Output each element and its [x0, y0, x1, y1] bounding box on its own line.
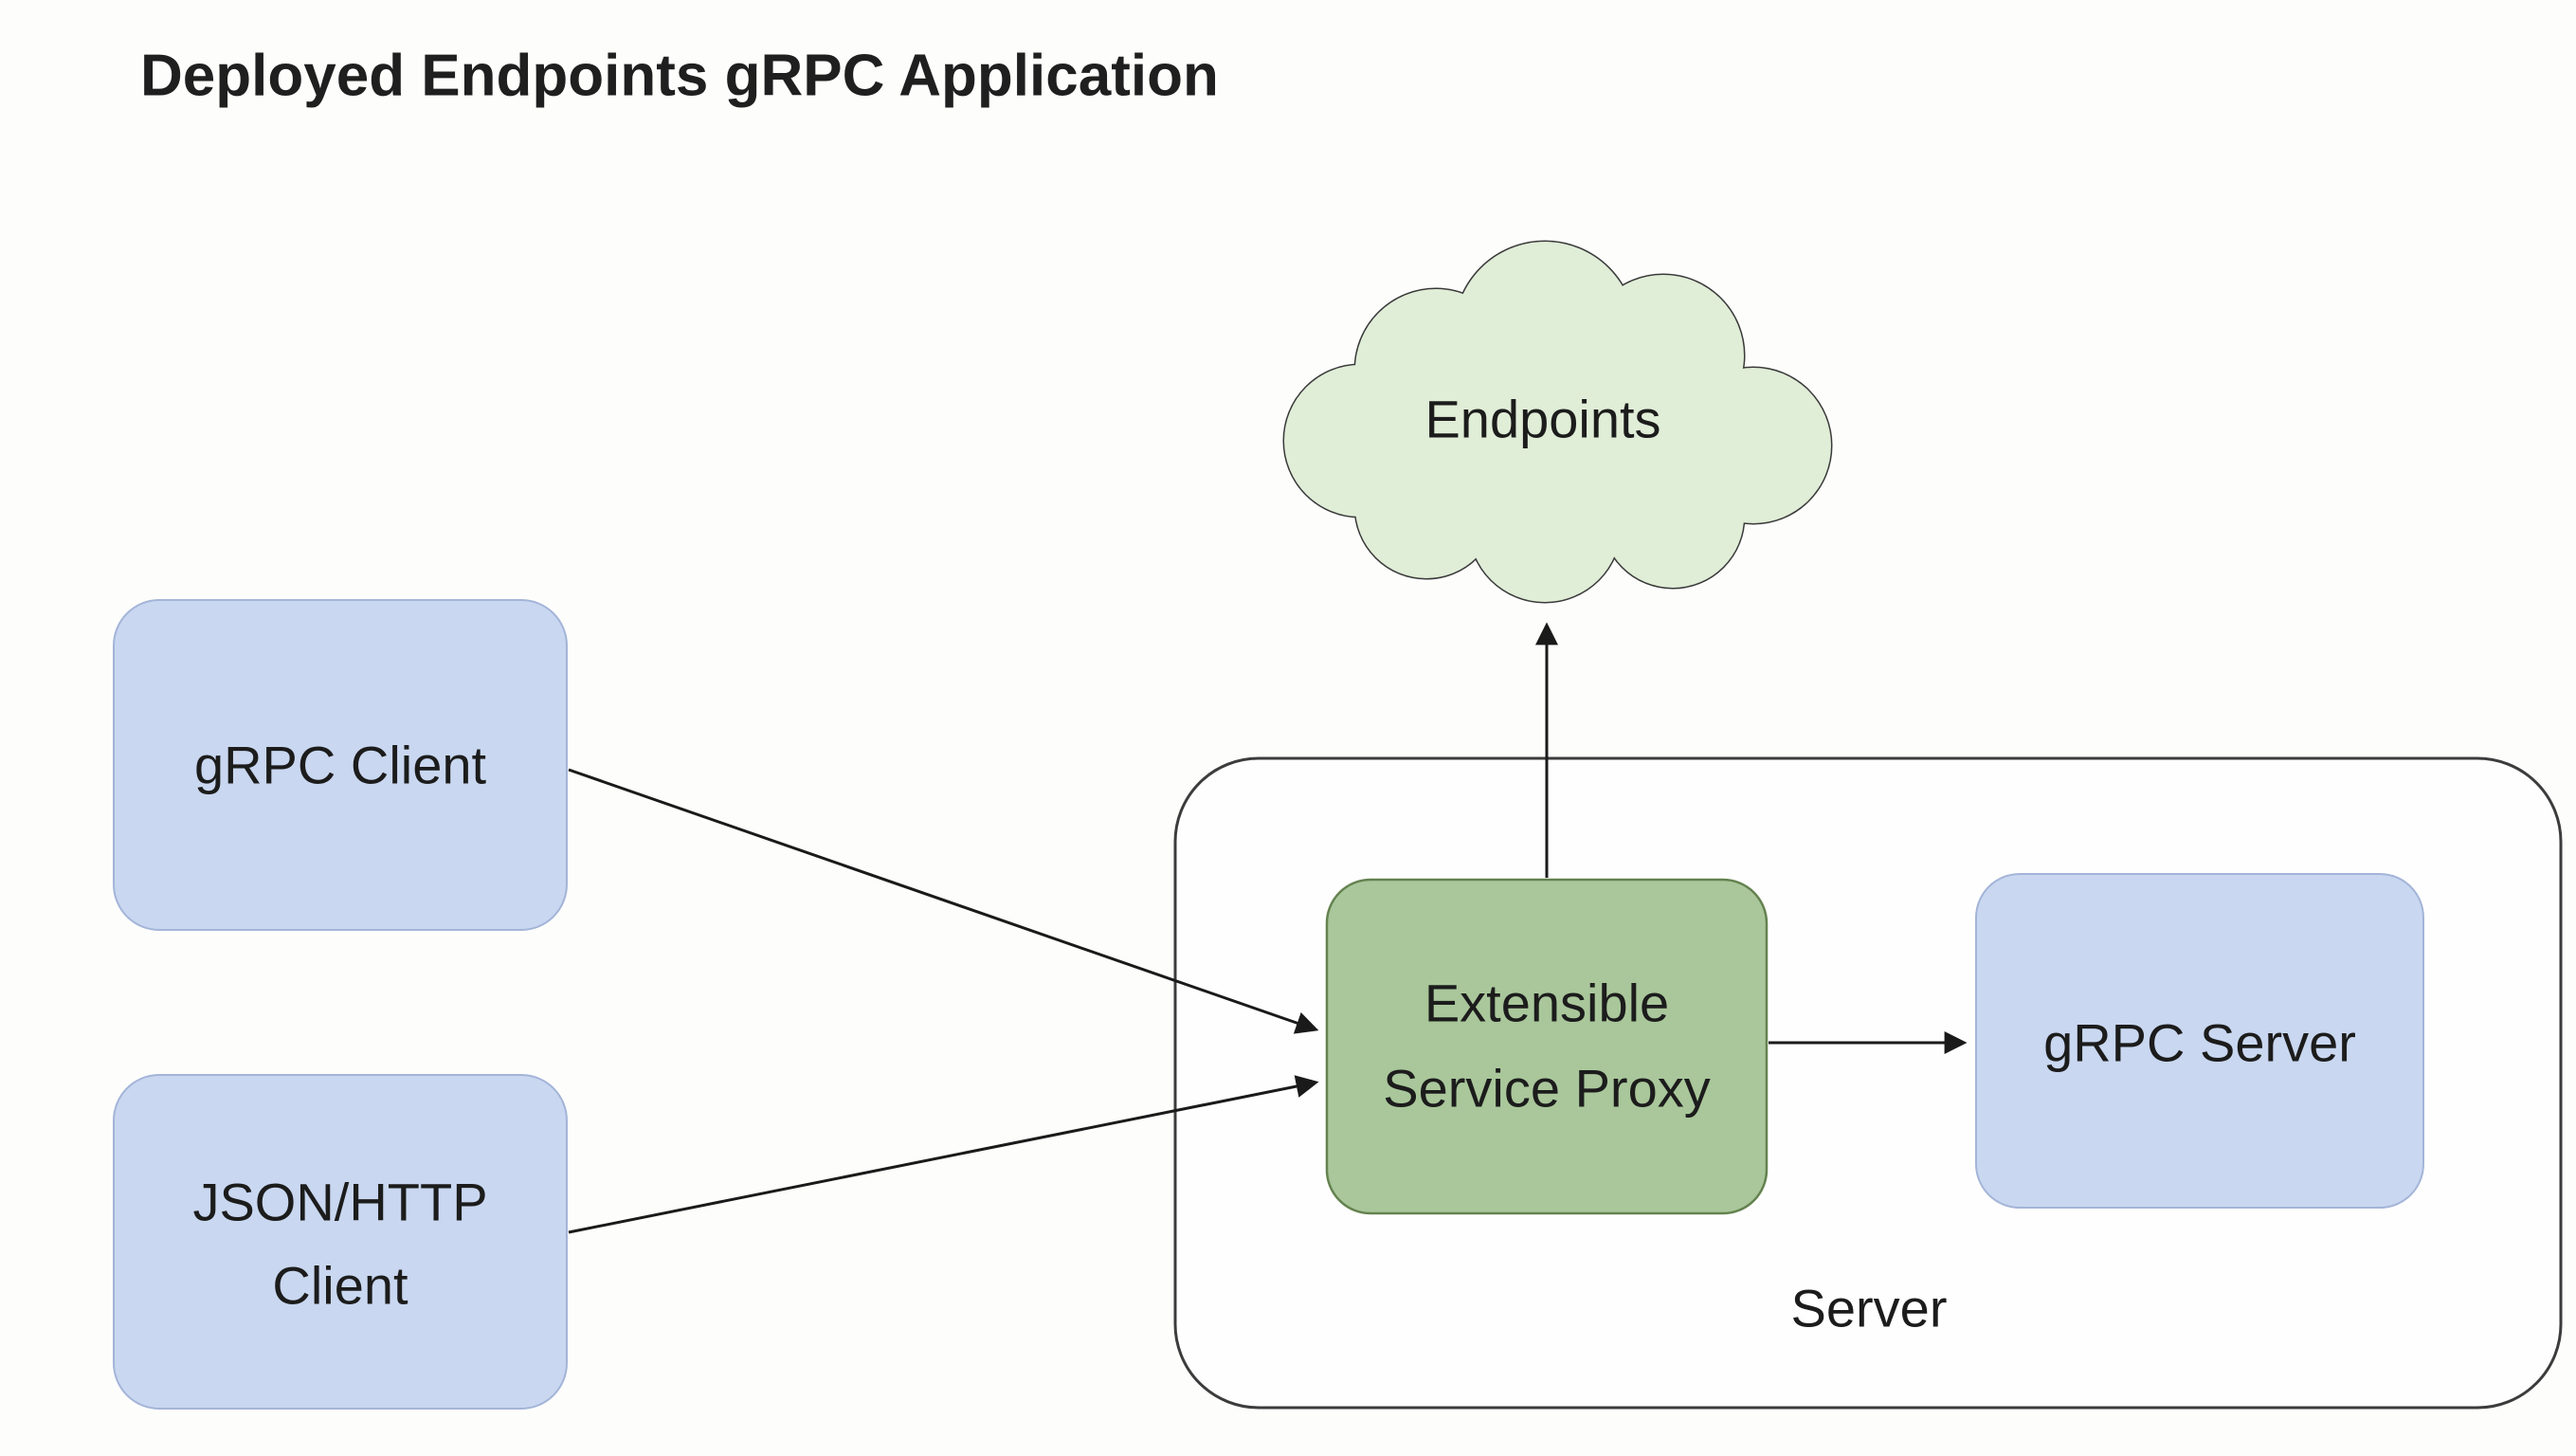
server-container-label: Server — [1791, 1279, 1948, 1338]
cloud-body — [1341, 327, 1768, 545]
endpoints-cloud: Endpoints — [1282, 240, 1833, 604]
edge-json-client-to-esp — [568, 1075, 1319, 1234]
json-http-client-label-line2: Client — [272, 1256, 408, 1316]
node-extensible-service-proxy: Extensible Service Proxy — [1325, 878, 1769, 1215]
json-http-client-box — [113, 1074, 568, 1410]
node-json-http-client: JSON/HTTP Client — [113, 1074, 568, 1410]
grpc-server-box — [1975, 873, 2424, 1209]
edge-lines — [568, 622, 1968, 1234]
esp-label-line2: Service Proxy — [1383, 1059, 1710, 1119]
cloud-fill-group — [1284, 242, 1831, 602]
json-http-client-label-line1: JSON/HTTP — [192, 1173, 487, 1232]
grpc-client-box — [113, 599, 568, 931]
esp-box — [1325, 878, 1769, 1215]
grpc-client-label: gRPC Client — [194, 736, 487, 795]
diagram-title: Deployed Endpoints gRPC Application — [140, 44, 1219, 109]
edge-grpc-client-to-esp — [568, 768, 1319, 1034]
grpc-server-label: gRPC Server — [2043, 1013, 2356, 1073]
node-grpc-server: gRPC Server — [1975, 873, 2424, 1209]
endpoints-cloud-label: Endpoints — [1424, 390, 1660, 449]
esp-label-line1: Extensible — [1424, 974, 1669, 1033]
node-grpc-client: gRPC Client — [113, 599, 568, 931]
